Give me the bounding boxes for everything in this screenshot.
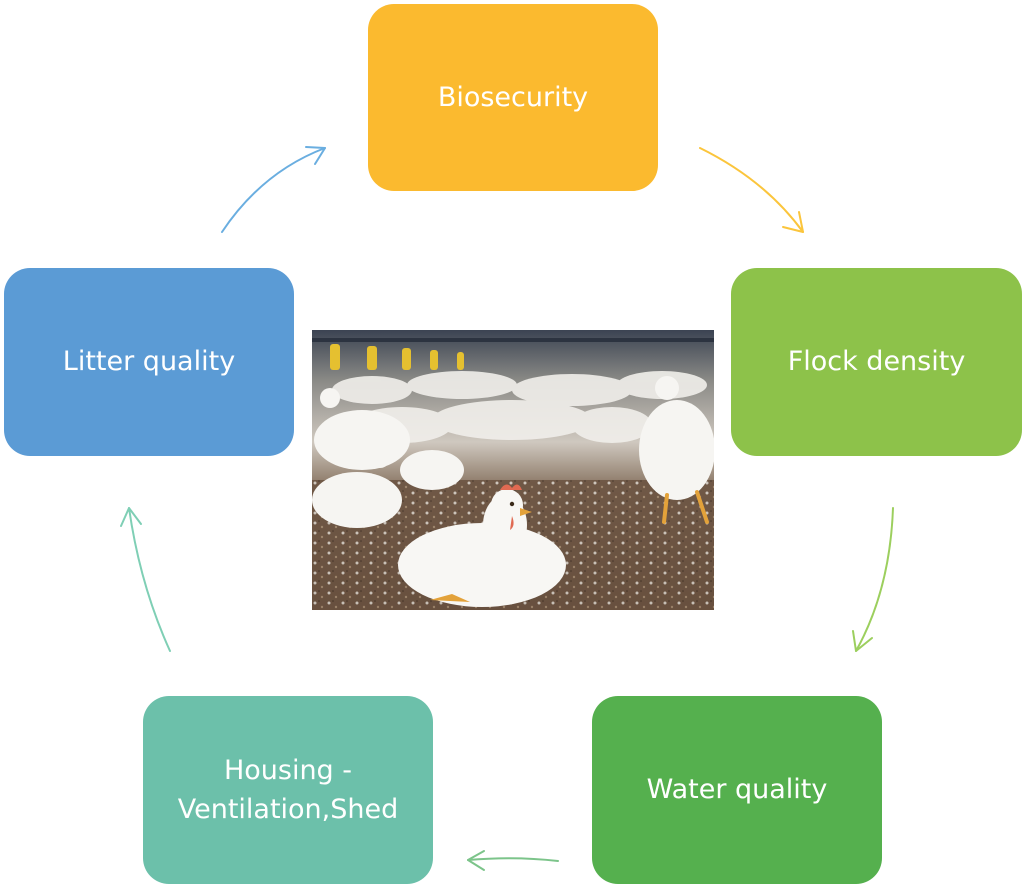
node-flock-density: Flock density <box>731 268 1022 456</box>
node-biosecurity-label: Biosecurity <box>437 81 589 113</box>
node-housing: Housing - Ventilation,Shed <box>143 696 433 884</box>
broiler-chickens-photo <box>312 330 714 610</box>
node-litter-quality-label: Litter quality <box>62 346 236 378</box>
arrow-housing-to-litter <box>120 507 171 652</box>
node-flock-density-label: Flock density <box>787 346 966 378</box>
node-water-quality: Water quality <box>592 696 882 884</box>
arrow-litter-to-biosecurity <box>221 146 326 233</box>
node-litter-quality: Litter quality <box>4 268 294 456</box>
node-water-quality-label: Water quality <box>646 774 828 806</box>
node-housing-label: Housing - Ventilation,Shed <box>177 754 399 825</box>
arrow-biosecurity-to-flock <box>699 147 804 233</box>
node-biosecurity: Biosecurity <box>368 4 658 191</box>
arrow-flock-to-water <box>852 507 894 652</box>
arrow-water-to-housing <box>467 850 559 871</box>
